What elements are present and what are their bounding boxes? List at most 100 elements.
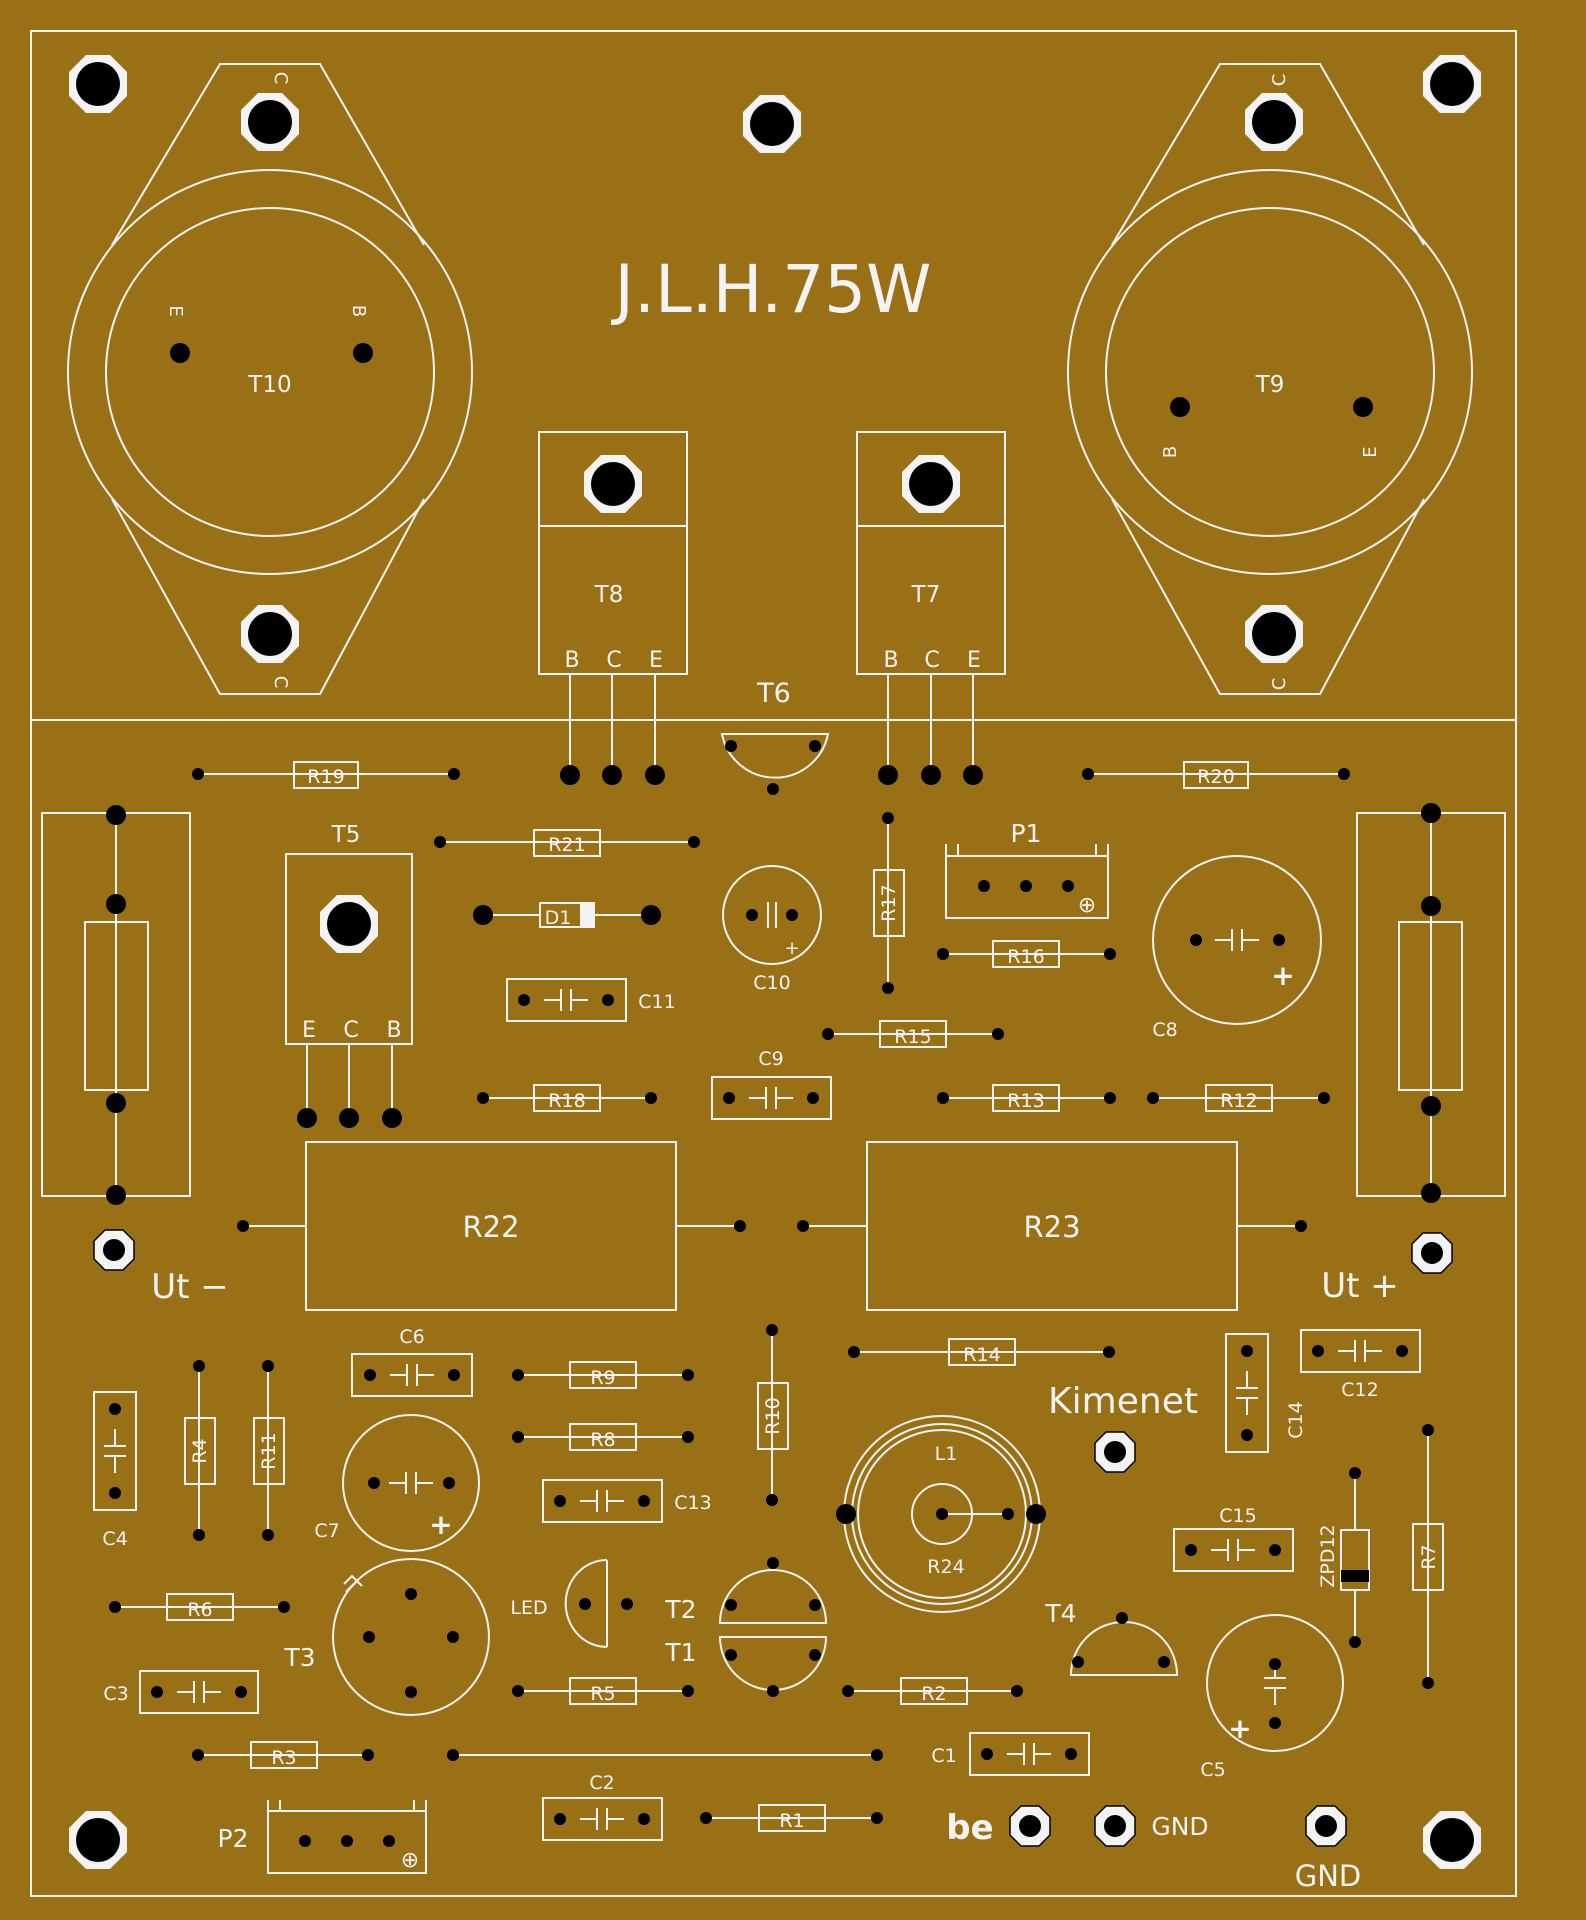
transistor-t6: T6	[720, 678, 830, 795]
c11-label: C11	[638, 991, 675, 1013]
resistor-r2: R2	[842, 1677, 1023, 1705]
t4-label: T4	[1044, 1599, 1076, 1628]
t7-pin-b: B	[883, 648, 898, 673]
t9-label: T9	[1255, 372, 1285, 398]
p1-plus-symbol: ⊕	[1078, 893, 1096, 918]
capacitor-c10: + C10	[722, 865, 822, 994]
r21-label: R21	[548, 834, 585, 856]
r20-label: R20	[1197, 766, 1234, 788]
resistor-r10: R10	[757, 1324, 789, 1506]
transistor-t10: T10 E B C C	[67, 63, 473, 695]
fuse-holder-left	[41, 805, 191, 1205]
t9-case-top: C	[1269, 74, 1290, 87]
c5-plus: +	[1228, 1712, 1251, 1745]
c3-label: C3	[103, 1683, 128, 1705]
resistor-r18: R18	[477, 1084, 657, 1112]
c4-label: C4	[102, 1528, 127, 1550]
capacitor-c14: C14	[1225, 1333, 1307, 1453]
resistor-r9: R9	[512, 1361, 694, 1389]
led: LED	[510, 1559, 633, 1648]
ut-minus-label: Ut −	[151, 1267, 229, 1307]
r18-label: R18	[548, 1090, 585, 1112]
c1-label: C1	[931, 1745, 956, 1767]
t1-label: T1	[664, 1638, 696, 1667]
c13-label: C13	[674, 1492, 711, 1514]
r24-label: R24	[927, 1556, 964, 1578]
input-label: be	[946, 1808, 993, 1848]
resistor-r22: R22	[237, 1141, 746, 1311]
output-label: Kimenet	[1048, 1381, 1198, 1422]
t7-pin-e: E	[967, 648, 981, 673]
c2-label: C2	[589, 1772, 614, 1794]
capacitor-c6: C6	[351, 1326, 473, 1397]
resistor-r21: R21	[434, 829, 700, 857]
capacitor-c15: C15	[1173, 1505, 1294, 1572]
r17-label: R17	[878, 884, 900, 921]
t7-label: T7	[911, 582, 941, 608]
resistor-r1: R1	[700, 1804, 883, 1832]
terminal-output: Kimenet	[1048, 1381, 1198, 1473]
resistor-r13: R13	[937, 1084, 1116, 1112]
c10-plus: +	[784, 938, 799, 959]
board-title: J.L.H.75W	[611, 251, 932, 328]
t6-label: T6	[756, 678, 791, 709]
board-outline	[30, 30, 1517, 1897]
r15-label: R15	[894, 1026, 931, 1048]
capacitor-c7: + C7	[314, 1414, 480, 1552]
gnd-input-label: GND	[1151, 1812, 1208, 1841]
terminal-gnd-input: GND	[1094, 1805, 1209, 1847]
r23-label: R23	[1023, 1210, 1080, 1244]
capacitor-c2: C2	[542, 1772, 663, 1841]
t10-label: T10	[247, 372, 291, 398]
p1-label: P1	[1011, 819, 1042, 848]
capacitor-c11: C11	[506, 978, 676, 1022]
inductor-l1: L1 R24	[836, 1415, 1046, 1613]
c8-label: C8	[1152, 1019, 1177, 1041]
transistor-t5: T5 E C B	[285, 822, 413, 1128]
connector-p2: P2 ⊕	[218, 1800, 427, 1874]
t5-pin-e: E	[302, 1018, 316, 1043]
l1-label: L1	[935, 1443, 958, 1465]
c6-label: C6	[399, 1326, 424, 1348]
c7-plus: +	[429, 1508, 452, 1541]
transistor-t9: T9 B E C C	[1067, 63, 1473, 695]
zpd12-label: ZPD12	[1317, 1524, 1339, 1587]
r11-label: R11	[258, 1432, 280, 1469]
trimmer-p1: P1 ⊕	[945, 819, 1109, 919]
c10-label: C10	[753, 972, 790, 994]
r19-label: R19	[307, 766, 344, 788]
terminal-ut-plus: Ut +	[1321, 1232, 1453, 1306]
r9-label: R9	[590, 1367, 615, 1389]
r22-label: R22	[462, 1210, 519, 1244]
r13-label: R13	[1007, 1090, 1044, 1112]
r7-label: R7	[1418, 1544, 1440, 1569]
capacitor-c12: C12	[1300, 1329, 1421, 1401]
resistor-r7: R7	[1412, 1424, 1444, 1689]
resistor-r5: R5	[512, 1677, 694, 1705]
transistor-t7: T7 B C E	[856, 431, 1006, 785]
c15-label: C15	[1219, 1505, 1256, 1527]
r6-label: R6	[187, 1599, 212, 1621]
r14-label: R14	[963, 1344, 1000, 1366]
t9-pin-b: B	[1160, 446, 1181, 458]
capacitor-c9: C9	[711, 1048, 832, 1120]
transistor-t1: T1	[664, 1636, 828, 1697]
t9-pin-e: E	[1360, 446, 1381, 457]
capacitor-c13: C13	[542, 1479, 712, 1523]
resistor-r23: R23	[797, 1141, 1307, 1311]
capacitor-c4: C4	[93, 1391, 137, 1550]
trace-pad	[871, 1749, 883, 1761]
resistor-r16: R16	[937, 940, 1116, 968]
t7-pin-c: C	[924, 648, 939, 673]
t8-label: T8	[594, 582, 624, 608]
r3-label: R3	[271, 1747, 296, 1769]
resistor-r14: R14	[848, 1338, 1115, 1366]
capacitor-c5: + C5	[1200, 1614, 1344, 1781]
terminal-gnd-output: GND	[1295, 1805, 1361, 1893]
transistor-t2: T2	[664, 1557, 828, 1624]
r12-label: R12	[1220, 1090, 1257, 1112]
t2-label: T2	[664, 1595, 696, 1624]
t8-pin-c: C	[606, 648, 621, 673]
t5-pin-b: B	[386, 1018, 401, 1043]
